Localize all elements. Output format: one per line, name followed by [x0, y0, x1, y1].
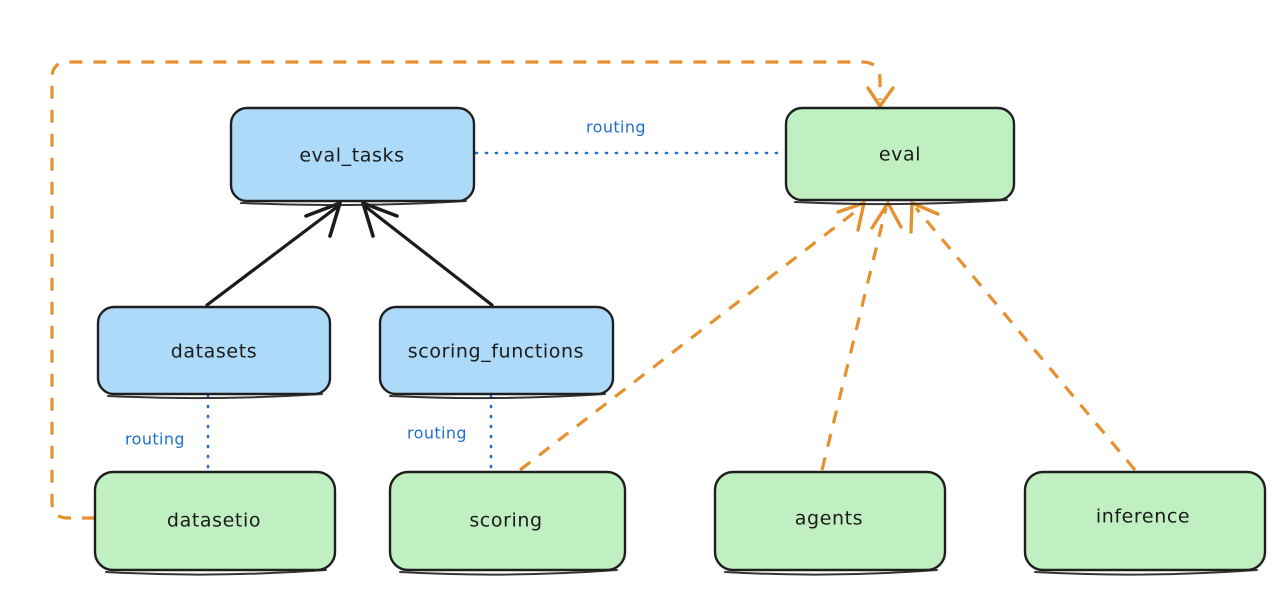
edge-label-group: routing routing routing — [125, 118, 646, 449]
node-eval[interactable]: eval — [784, 106, 1016, 206]
node-eval-tasks[interactable]: eval_tasks — [229, 106, 476, 207]
node-agents-label: agents — [795, 508, 863, 530]
node-datasets[interactable]: datasets — [96, 305, 332, 400]
arrowhead-icon — [361, 201, 399, 238]
node-datasets-box[interactable] — [96, 305, 332, 396]
node-agents[interactable]: agents — [713, 470, 947, 576]
node-scoring[interactable]: scoring — [388, 470, 627, 576]
node-eval-label: eval — [879, 144, 921, 166]
node-agents-box[interactable] — [713, 470, 947, 572]
edge-label-routing-datasets-datasetio: routing — [125, 430, 185, 449]
node-eval-tasks-box[interactable] — [229, 106, 476, 203]
arrowhead-icon — [304, 201, 342, 238]
arrowhead-icon — [866, 86, 895, 108]
arrowhead-icon — [870, 201, 903, 230]
node-inference[interactable]: inference — [1023, 470, 1267, 576]
node-scoring-functions-box[interactable] — [378, 305, 615, 396]
edge-datasets-to-eval-tasks — [205, 201, 342, 307]
node-scoring-label: scoring — [469, 510, 542, 532]
node-datasetio-label: datasetio — [167, 510, 261, 532]
node-scoring-functions[interactable]: scoring_functions — [378, 305, 615, 400]
node-scoring-box[interactable] — [388, 470, 627, 572]
node-datasetio-box[interactable] — [93, 470, 337, 572]
edge-datasetio-to-eval — [50, 60, 895, 520]
node-inference-box[interactable] — [1023, 470, 1267, 572]
edge-scoring-functions-to-eval-tasks — [361, 201, 494, 307]
edge-inference-to-eval — [909, 201, 1137, 472]
edge-label-routing-scoring-functions-scoring: routing — [407, 424, 467, 443]
node-inference-label: inference — [1096, 506, 1190, 528]
node-datasetio[interactable]: datasetio — [93, 470, 337, 576]
edge-label-routing-eval-tasks-eval: routing — [586, 118, 646, 137]
node-scoring-functions-label: scoring_functions — [408, 341, 584, 363]
edge-group — [50, 60, 1137, 520]
edge-agents-to-eval — [820, 201, 903, 471]
node-eval-tasks-label: eval_tasks — [299, 145, 404, 167]
node-datasets-label: datasets — [171, 341, 258, 363]
node-eval-box[interactable] — [784, 106, 1016, 202]
